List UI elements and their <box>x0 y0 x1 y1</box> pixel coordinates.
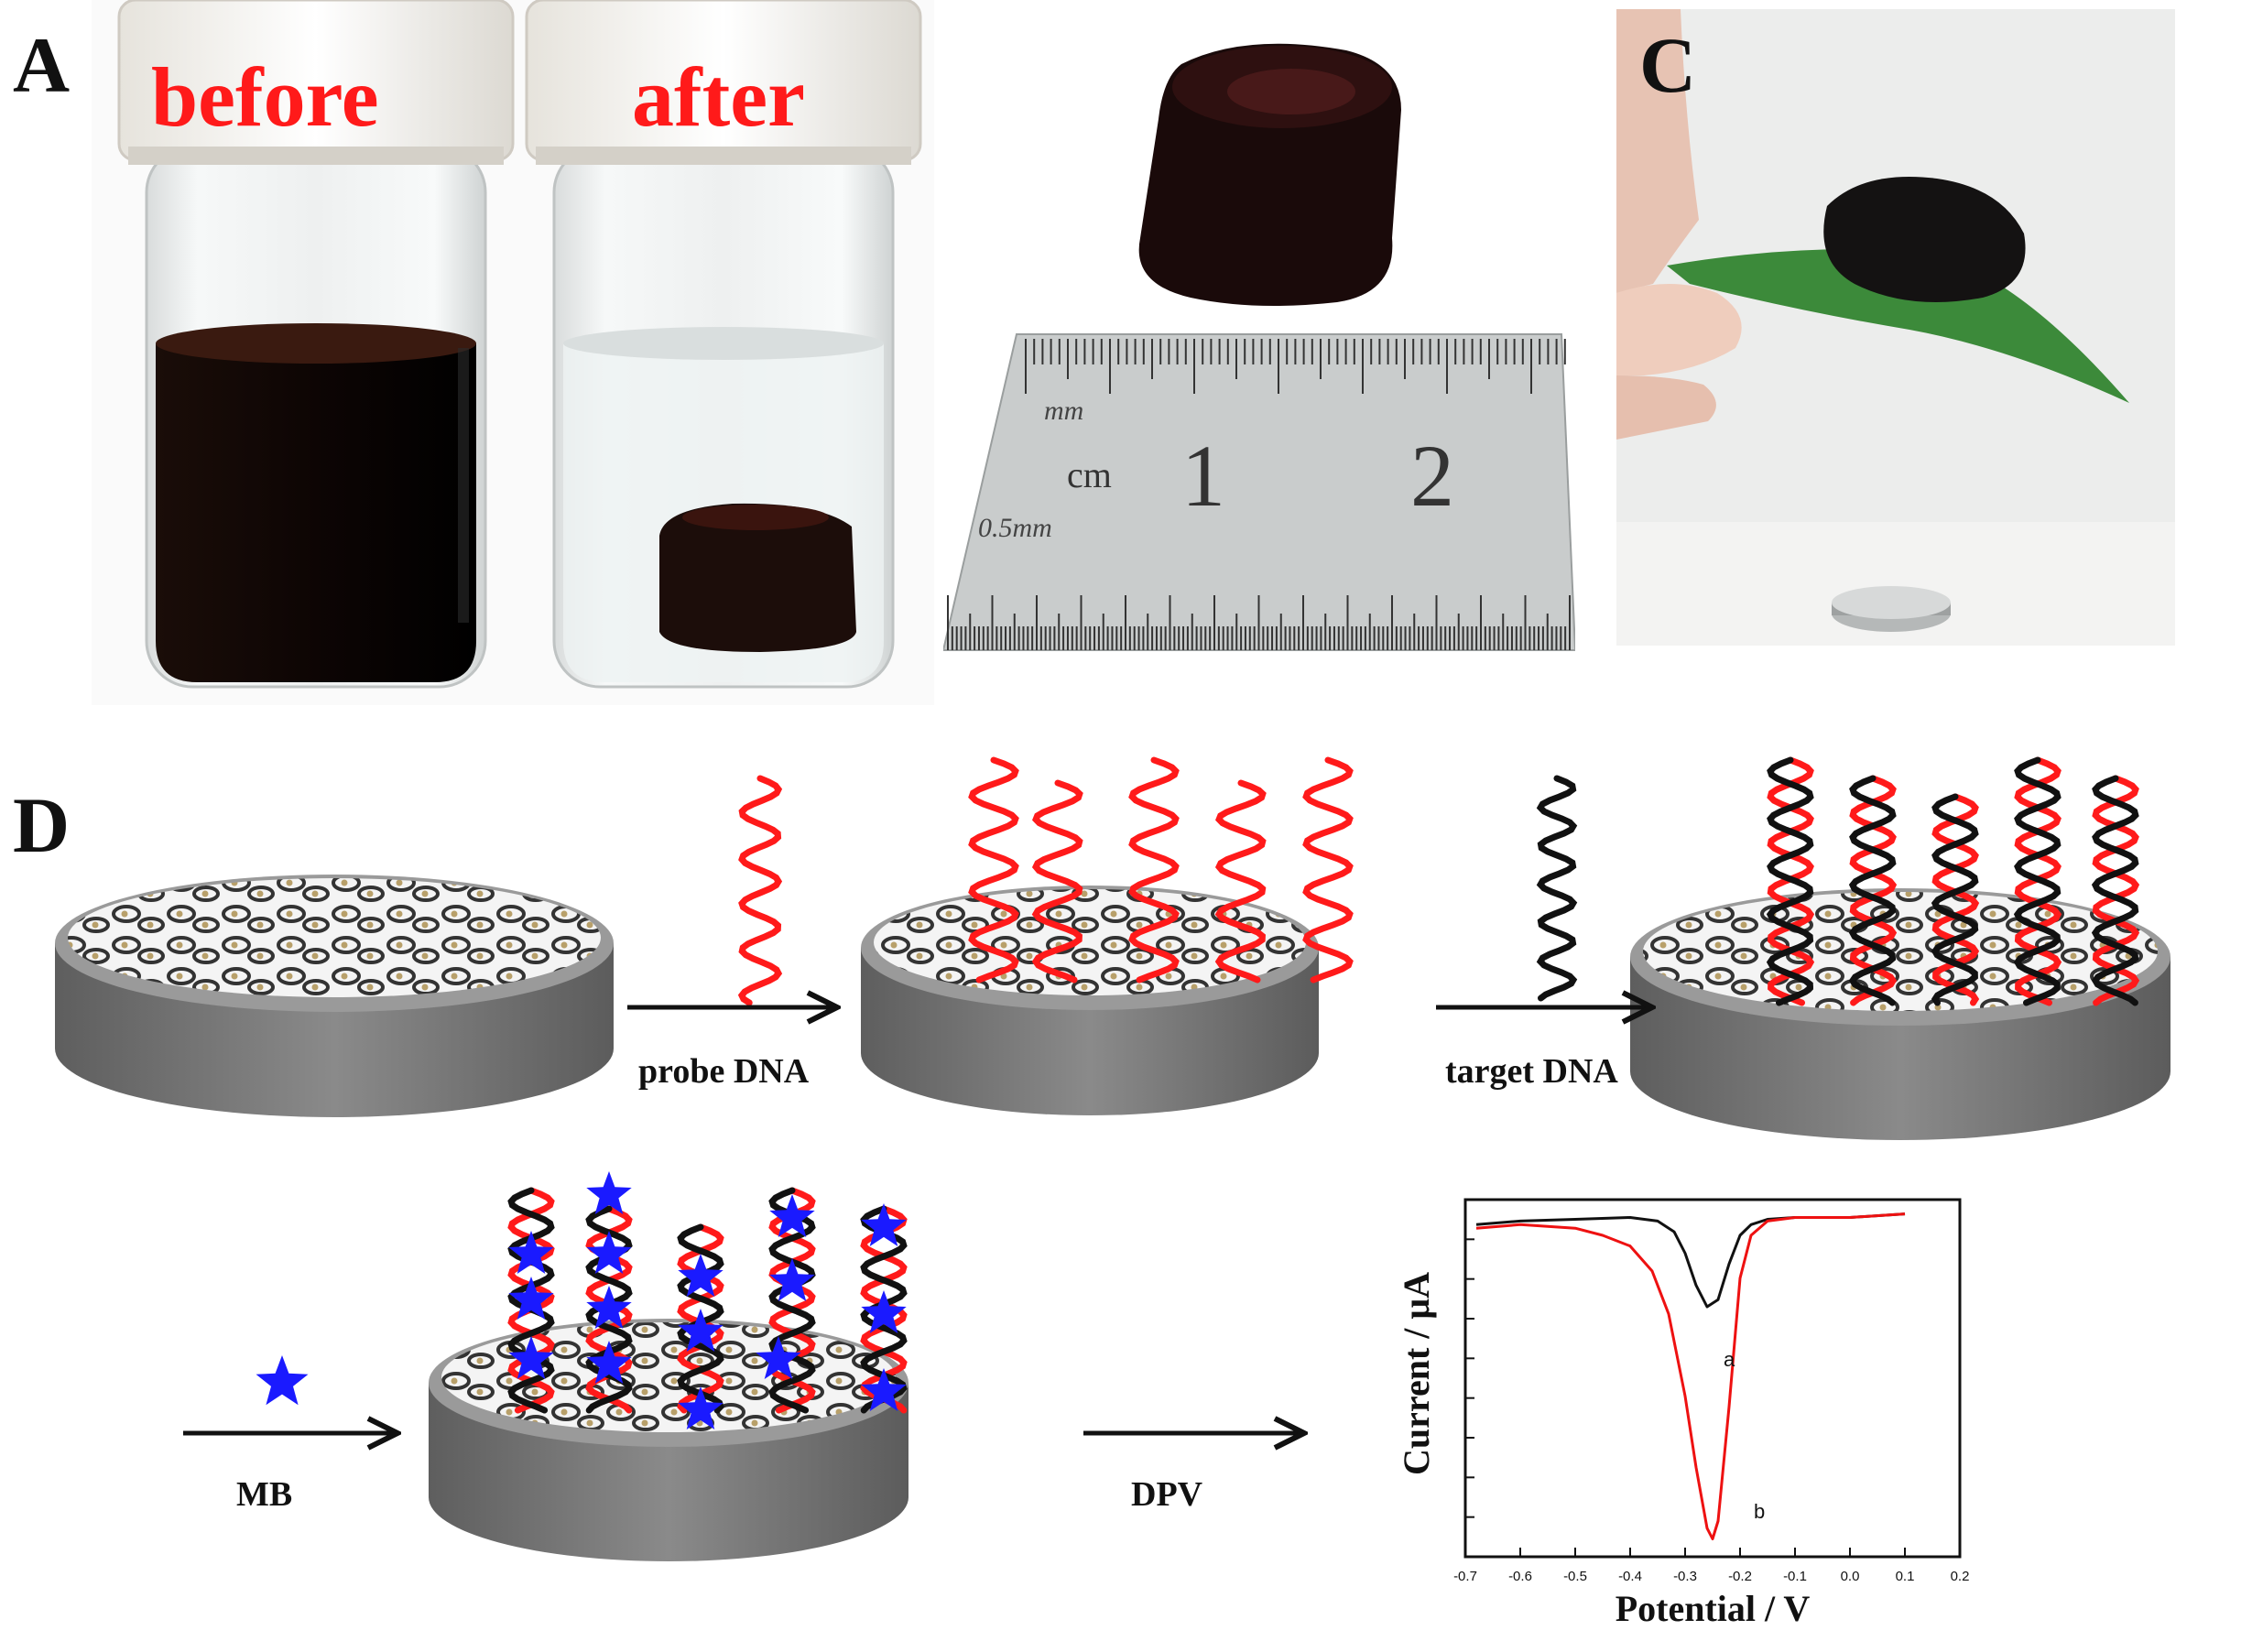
hybrid-target-strand <box>1931 793 1979 1006</box>
electrode-probe <box>861 886 1319 1115</box>
aerogel-layer <box>874 889 1306 995</box>
mb-star <box>769 1258 815 1301</box>
label-before: before <box>151 50 379 144</box>
immobilized-probe-strand <box>1302 756 1354 984</box>
x-tick-label: -0.7 <box>1453 1569 1477 1584</box>
mb-star <box>508 1231 554 1274</box>
chart-xlabel: Potential / V <box>1616 1588 1811 1629</box>
aerogel-on-leaf <box>1823 177 2026 302</box>
hybrid-target-strand <box>1766 756 1814 1006</box>
aerogel-layer <box>68 878 601 997</box>
x-tick-label: -0.3 <box>1673 1569 1697 1584</box>
probe-dna-strand <box>737 775 783 1006</box>
mb-target-strand <box>677 1223 724 1414</box>
leaf <box>1667 249 2129 403</box>
panel-d-letter: D <box>13 781 71 869</box>
x-tick-label: 0.1 <box>1896 1569 1915 1584</box>
vial-before <box>117 0 515 689</box>
mb-legend-star <box>256 1355 309 1406</box>
hybrid-probe-strand <box>2092 775 2140 1006</box>
hybrid-target-strand <box>2013 756 2062 1006</box>
mb-star <box>678 1309 723 1352</box>
ruler-mm-label: mm <box>1044 396 1084 426</box>
chart-annotation-a: a <box>1724 1348 1735 1371</box>
electrode-hybrid <box>1630 888 2170 1140</box>
x-tick-label: 0.0 <box>1841 1569 1860 1584</box>
chart-annotation-b: b <box>1754 1500 1765 1523</box>
target-dna-strand <box>1536 775 1578 1002</box>
mb-star <box>861 1368 907 1411</box>
label-after: after <box>632 50 805 144</box>
electrode-bare <box>55 875 614 1117</box>
ruler-cm-label: cm <box>1067 454 1112 495</box>
panel-c-photo <box>1616 9 2175 646</box>
chart-ylabel: Current / μA <box>1396 1272 1437 1475</box>
mb-star <box>508 1336 554 1379</box>
fingers <box>1616 9 1742 440</box>
immobilized-probe-strand <box>1031 779 1083 984</box>
panel-c-letter: C <box>1639 21 1697 109</box>
vial-after <box>525 0 922 689</box>
mb-target-strand <box>507 1187 555 1414</box>
mb-star <box>586 1171 632 1214</box>
hybrid-target-strand <box>2091 775 2139 1006</box>
mb-star <box>769 1194 815 1237</box>
mb-star <box>756 1336 801 1379</box>
dpv-chart: -0.7 -0.6 -0.5 -0.4 -0.3 -0.2 -0.1 0.0 0.1 0.2 Po… <box>1396 1198 1970 1629</box>
x-tick-label: -0.2 <box>1728 1569 1752 1584</box>
step-label-mb: MB <box>236 1475 293 1514</box>
immobilized-probe-strand <box>1214 779 1267 984</box>
immobilized-probe-strand <box>1128 756 1180 984</box>
aerogel-layer <box>441 1322 896 1432</box>
ruler-number-2: 2 <box>1410 427 1454 525</box>
mb-probe-strand <box>507 1187 555 1414</box>
x-tick-label: -0.6 <box>1508 1569 1532 1584</box>
x-tick-label: -0.5 <box>1563 1569 1587 1584</box>
ruler-number-1: 1 <box>1181 427 1225 525</box>
hybrid-target-strand <box>1848 775 1897 1006</box>
series-b-line <box>1475 1212 1906 1540</box>
vials-illustration <box>117 0 922 689</box>
step-label-dpv: DPV <box>1131 1475 1203 1514</box>
mb-probe-strand <box>768 1187 816 1414</box>
mb-star <box>678 1386 723 1429</box>
panel-a-photo <box>92 0 934 705</box>
x-tick-label: 0.2 <box>1951 1569 1970 1584</box>
step-label-probe-dna: probe DNA <box>638 1052 810 1091</box>
immobilized-probe-strand <box>968 756 1019 984</box>
x-tick-label: -0.1 <box>1783 1569 1807 1584</box>
ruler-half-mm-label: 0.5mm <box>978 513 1052 543</box>
step-label-target-dna: target DNA <box>1445 1052 1618 1091</box>
panel-a-letter: A <box>13 21 71 109</box>
aerogel-layer <box>1643 892 2158 1011</box>
aerogel-monolith <box>1138 43 1401 307</box>
hybrid-probe-strand <box>1849 775 1898 1006</box>
x-tick-label: -0.4 <box>1618 1569 1642 1584</box>
mb-star <box>586 1231 632 1274</box>
mb-probe-strand <box>677 1223 724 1414</box>
mb-star <box>508 1277 554 1320</box>
mb-star <box>678 1254 723 1297</box>
mb-star <box>861 1290 907 1333</box>
electrode-mb <box>429 1319 908 1561</box>
chart-frame <box>1463 1198 1962 1559</box>
mb-star <box>586 1341 632 1384</box>
mb-star <box>861 1203 907 1246</box>
mb-star <box>586 1286 632 1329</box>
hybrid-probe-strand <box>2014 756 2062 1006</box>
coin <box>1832 586 1951 632</box>
hybrid-probe-strand <box>1767 756 1815 1006</box>
series-a-line <box>1475 1212 1906 1309</box>
panel-b-photo <box>943 9 1575 659</box>
ruler <box>943 333 1575 651</box>
hybrid-probe-strand <box>1931 793 1980 1006</box>
mb-target-strand <box>768 1187 816 1414</box>
